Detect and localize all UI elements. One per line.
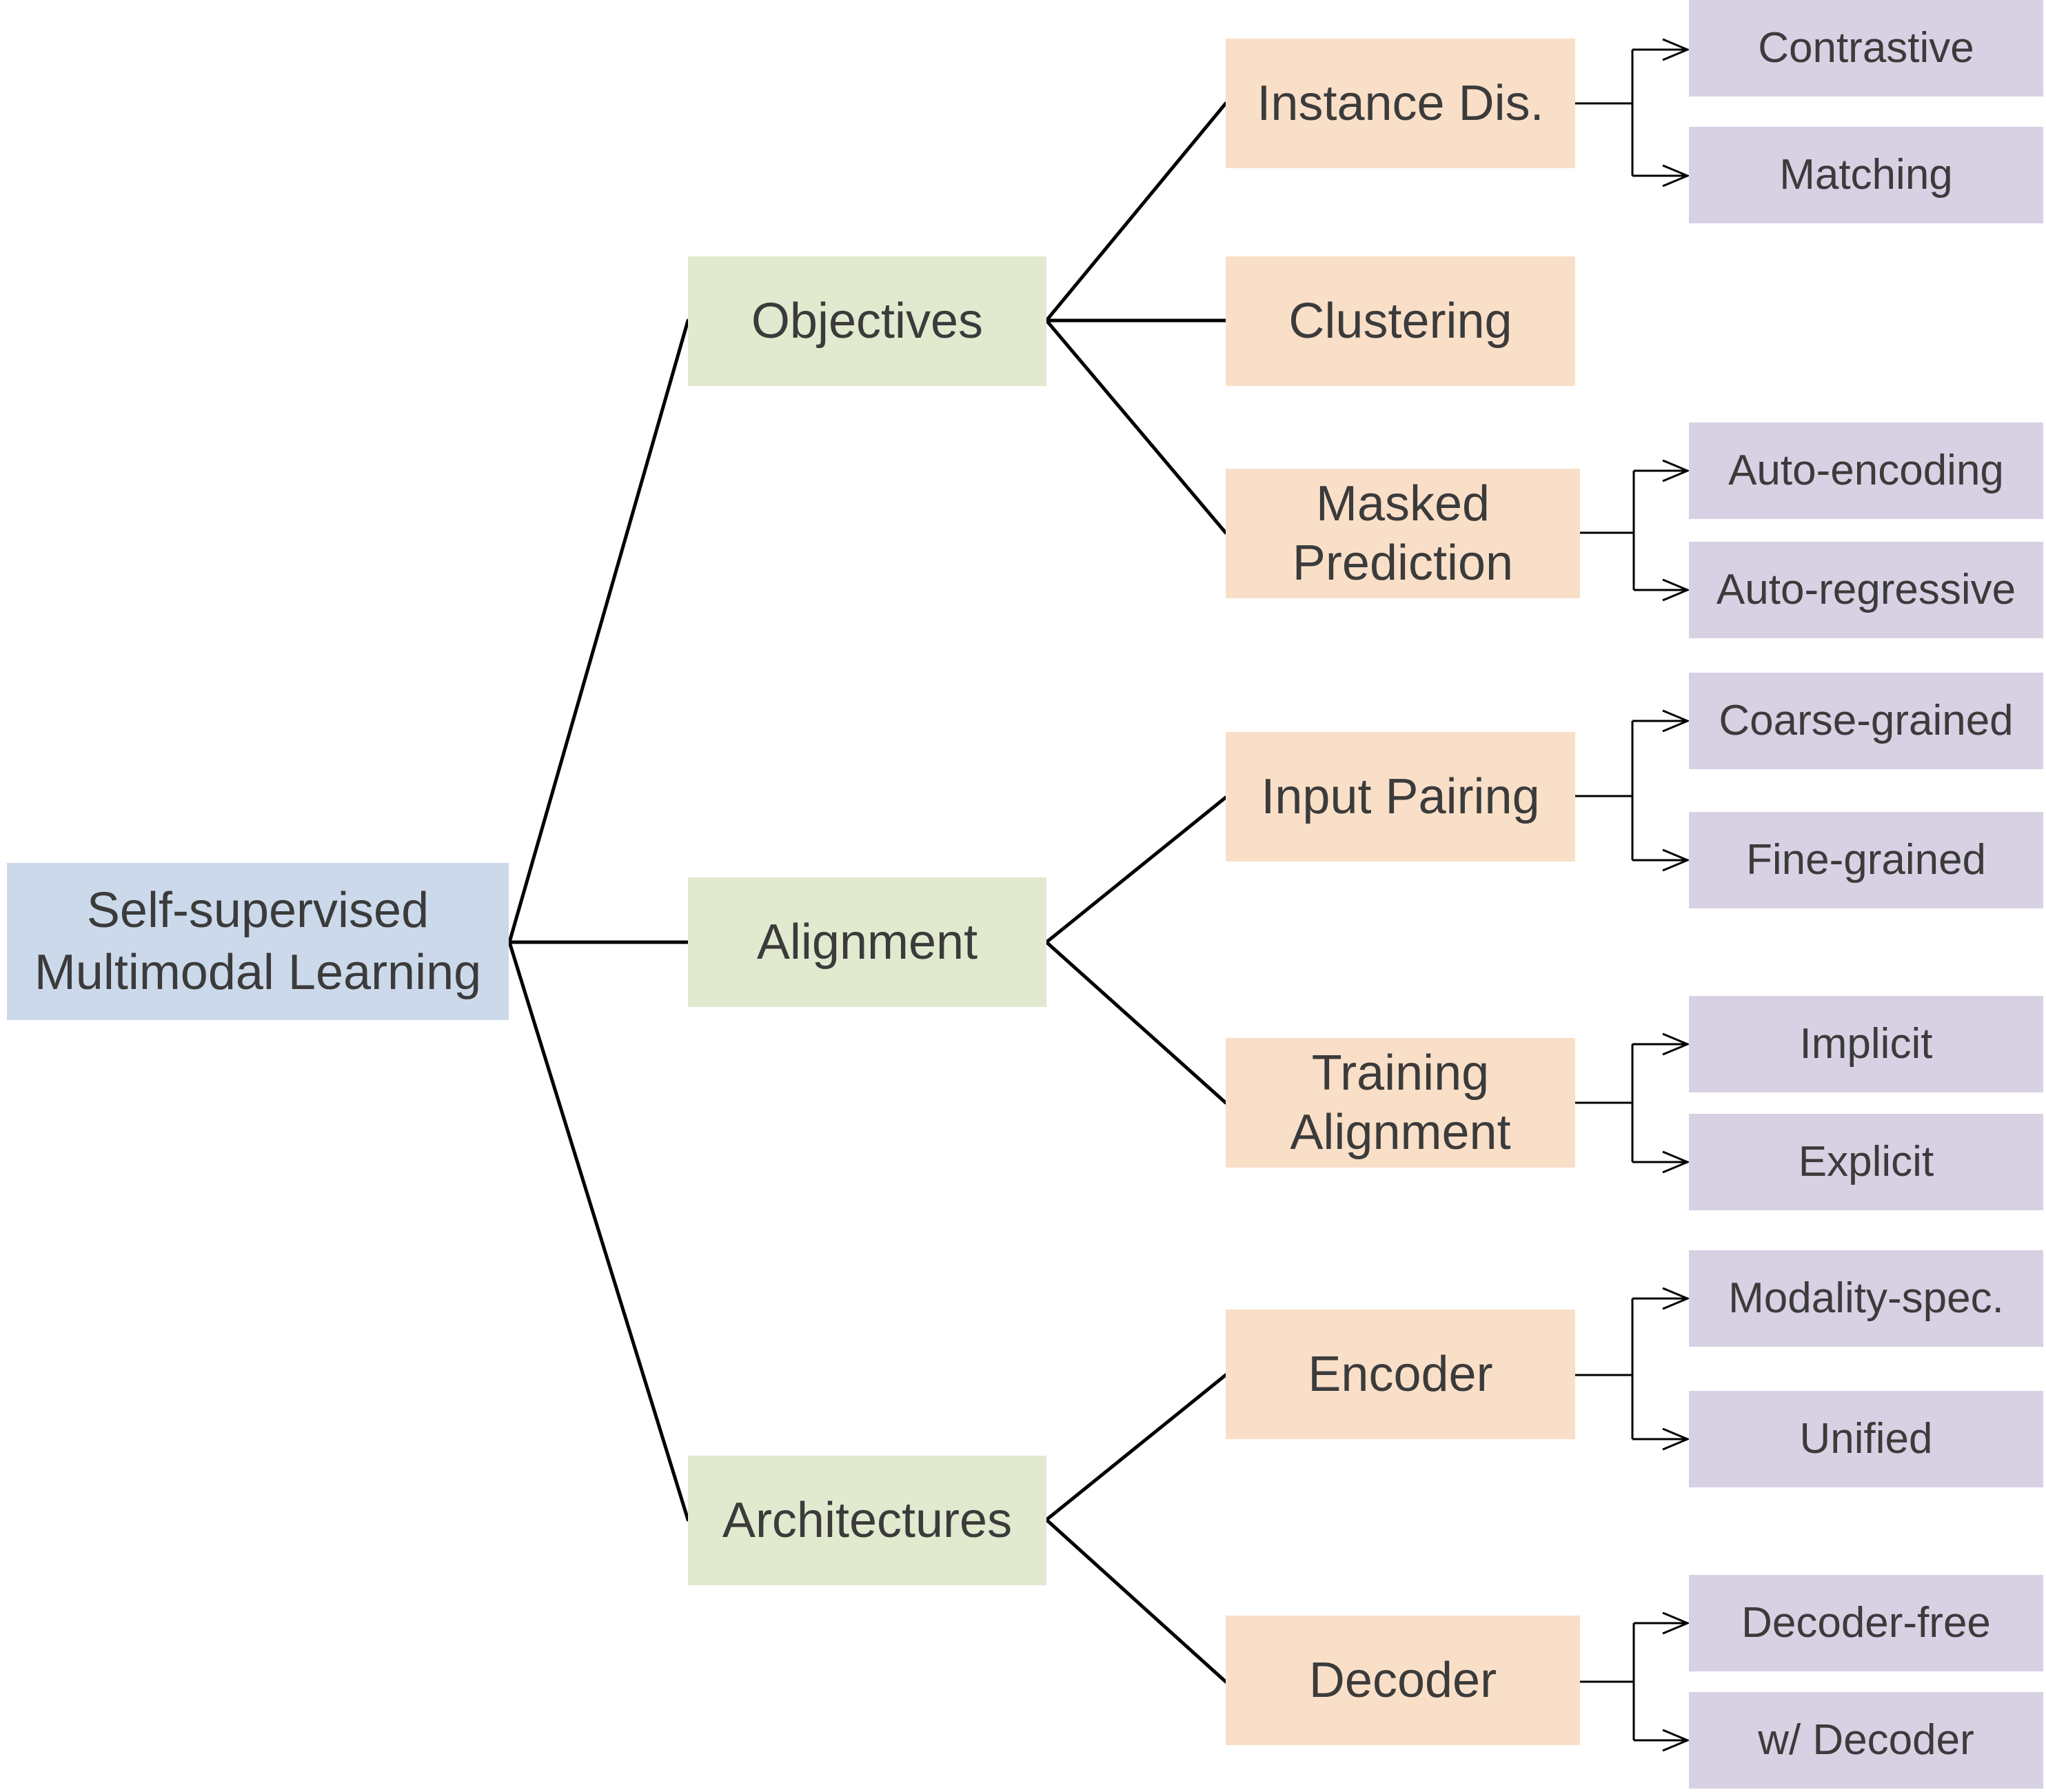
edge-alignment-training <box>1044 940 1228 1105</box>
leaf-label: Matching <box>1779 151 1953 198</box>
leaf-label: w/ Decoder <box>1758 1716 1974 1764</box>
input-pairing-node: Input Pairing <box>1226 732 1575 862</box>
edge-objectives-masked <box>1044 318 1228 535</box>
leaf-label: Auto-encoding <box>1728 447 2004 494</box>
leaf-w-decoder: w/ Decoder <box>1689 1692 2043 1789</box>
masked-line1: Masked <box>1315 476 1490 531</box>
leaf-label: Contrastive <box>1758 24 1974 72</box>
bracket-training <box>1575 1044 1634 1162</box>
masked-prediction-node: Masked Prediction <box>1226 469 1580 598</box>
training-line2: Alignment <box>1290 1105 1511 1160</box>
bracket-instance <box>1575 50 1634 176</box>
root-node: Self-supervised Multimodal Learning <box>7 863 509 1020</box>
bracket-input <box>1575 721 1634 860</box>
leaf-label: Coarse-grained <box>1719 697 2014 744</box>
leaf-implicit: Implicit <box>1689 996 2043 1092</box>
encoder-node: Encoder <box>1226 1310 1575 1439</box>
instance-dis-node: Instance Dis. <box>1226 39 1575 168</box>
leaf-label: Unified <box>1799 1415 1933 1463</box>
objectives-label: Objectives <box>751 294 984 349</box>
leaf-coarse-grained: Coarse-grained <box>1689 673 2043 769</box>
leaf-unified: Unified <box>1689 1391 2043 1487</box>
architectures-label: Architectures <box>722 1493 1013 1548</box>
encoder-label: Encoder <box>1308 1347 1493 1402</box>
objectives-node: Objectives <box>688 256 1046 386</box>
leaf-label: Decoder-free <box>1741 1599 1991 1647</box>
input-pairing-label: Input Pairing <box>1261 769 1540 824</box>
instance-dis-label: Instance Dis. <box>1257 76 1544 131</box>
decoder-label: Decoder <box>1308 1653 1497 1708</box>
bracket-decoder <box>1580 1623 1635 1740</box>
architectures-node: Architectures <box>688 1456 1046 1585</box>
clustering-node: Clustering <box>1226 256 1575 386</box>
edge-architectures-decoder <box>1044 1518 1228 1684</box>
masked-line2: Prediction <box>1292 536 1514 591</box>
decoder-node: Decoder <box>1226 1616 1580 1745</box>
training-line1: Training <box>1311 1046 1490 1101</box>
alignment-label: Alignment <box>756 915 978 970</box>
leaf-label: Auto-regressive <box>1716 566 2016 613</box>
bracket-masked <box>1580 471 1635 590</box>
leaf-label: Modality-spec. <box>1728 1274 2004 1322</box>
edge-architectures-encoder <box>1044 1373 1228 1522</box>
root-line1: Self-supervised <box>86 883 429 938</box>
leaf-contrastive: Contrastive <box>1689 0 2043 96</box>
leaf-label: Fine-grained <box>1745 836 1987 884</box>
edge-root-objectives <box>507 318 690 944</box>
leaf-matching: Matching <box>1689 127 2043 223</box>
leaf-label: Explicit <box>1798 1138 1934 1185</box>
root-line2: Multimodal Learning <box>34 945 482 1000</box>
training-alignment-node: Training Alignment <box>1226 1038 1575 1168</box>
edge-objectives-instance <box>1044 101 1228 323</box>
leaf-modality-spec: Modality-spec. <box>1689 1250 2043 1347</box>
leaf-auto-regressive: Auto-regressive <box>1689 542 2043 638</box>
leaf-label: Implicit <box>1799 1020 1933 1068</box>
alignment-node: Alignment <box>688 877 1046 1007</box>
clustering-label: Clustering <box>1288 294 1512 349</box>
bracket-encoder <box>1575 1299 1634 1439</box>
edge-alignment-input <box>1044 795 1228 944</box>
leaf-fine-grained: Fine-grained <box>1689 812 2043 908</box>
leaf-auto-encoding: Auto-encoding <box>1689 422 2043 519</box>
leaf-decoder-free: Decoder-free <box>1689 1575 2043 1671</box>
leaf-explicit: Explicit <box>1689 1114 2043 1210</box>
edge-root-architectures <box>507 940 690 1522</box>
